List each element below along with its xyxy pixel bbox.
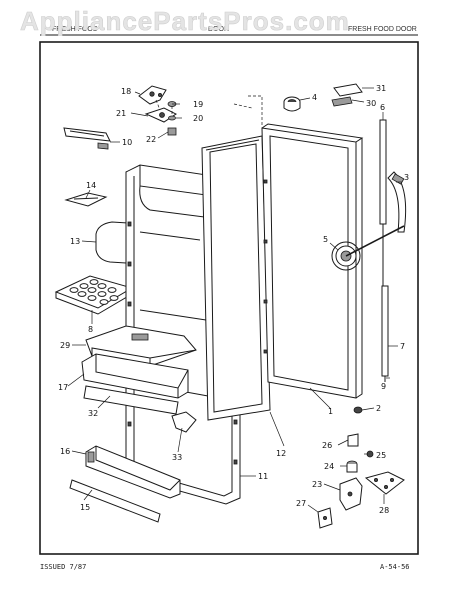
part-8-egg-tray xyxy=(54,275,134,315)
part-16-lower-bin xyxy=(85,445,181,499)
callout-labels: 18 19 21 20 22 10 14 13 8 29 17 32 33 16… xyxy=(58,84,409,515)
part-2-plug xyxy=(353,406,363,414)
part-23-bottom-hinge xyxy=(339,477,363,511)
header-left: FRESH FOOD xyxy=(52,26,98,33)
part-31-label xyxy=(333,83,363,97)
callout-5: 5 xyxy=(323,235,328,244)
callout-17: 17 xyxy=(58,383,68,392)
header-right: FRESH FOOD DOOR xyxy=(348,26,417,33)
part-1-door-panel xyxy=(261,123,364,399)
part-33-clip xyxy=(171,411,197,433)
callout-27: 27 xyxy=(296,499,306,508)
callout-30: 30 xyxy=(366,99,376,108)
diagram-border xyxy=(39,41,419,555)
drawing-code: A-54-56 xyxy=(380,563,410,571)
part-12-door-gasket xyxy=(201,135,271,421)
callout-21: 21 xyxy=(116,109,126,118)
part-15-lower-trim xyxy=(69,479,161,523)
part-7-side-trim xyxy=(381,285,389,377)
callout-14: 14 xyxy=(86,181,96,190)
callout-31: 31 xyxy=(376,84,386,93)
part-24-bushing xyxy=(346,460,358,473)
callout-23: 23 xyxy=(312,480,322,489)
part-27-hinge-pin xyxy=(317,507,333,529)
callout-10: 10 xyxy=(122,138,132,147)
issued-date: ISSUED 7/87 xyxy=(40,563,86,571)
callout-12: 12 xyxy=(276,449,286,458)
part-3-door-handle xyxy=(387,171,407,233)
top-hinge-assembly xyxy=(138,85,177,136)
callout-6: 6 xyxy=(380,103,385,112)
header-center: DOOR xyxy=(208,26,229,33)
callout-32: 32 xyxy=(88,409,98,418)
callout-7: 7 xyxy=(400,342,405,351)
part-5-handle-mount xyxy=(331,225,405,271)
callout-26: 26 xyxy=(322,441,332,450)
part-32-bin-front xyxy=(83,385,179,415)
callout-24: 24 xyxy=(324,462,334,471)
part-17-door-bin xyxy=(81,353,189,399)
part-10-top-trim xyxy=(63,127,111,150)
callout-20: 20 xyxy=(193,114,203,123)
callout-15: 15 xyxy=(80,503,90,512)
callout-8: 8 xyxy=(88,325,93,334)
callout-28: 28 xyxy=(379,506,389,515)
callout-1: 1 xyxy=(328,407,333,416)
part-30-bracket xyxy=(331,96,353,107)
part-14-shelf-clip xyxy=(64,192,108,207)
callout-4: 4 xyxy=(312,93,317,102)
footer: ISSUED 7/87 A-54-56 xyxy=(40,563,410,571)
header: FRESH FOOD DOOR FRESH FOOD DOOR xyxy=(40,26,418,36)
part-28-hinge-plate xyxy=(364,471,405,495)
callout-16: 16 xyxy=(60,447,70,456)
callout-2: 2 xyxy=(376,404,381,413)
part-22-cap xyxy=(167,127,177,136)
callout-9: 9 xyxy=(381,382,386,391)
part-20-bushing xyxy=(168,115,176,121)
watermark: AppliancePartsPros.com xyxy=(20,6,350,36)
callout-3: 3 xyxy=(404,173,409,182)
part-4-top-fitting xyxy=(283,96,301,112)
part-29-dairy-compartment xyxy=(85,325,197,367)
callout-22: 22 xyxy=(146,135,156,144)
leader-lines xyxy=(67,87,402,513)
callout-25: 25 xyxy=(376,451,386,460)
callout-18: 18 xyxy=(121,87,131,96)
callout-11: 11 xyxy=(258,472,268,481)
callout-13: 13 xyxy=(70,237,80,246)
callout-33: 33 xyxy=(172,453,182,462)
callout-29: 29 xyxy=(60,341,70,350)
part-26-spacer xyxy=(347,433,359,447)
callout-19: 19 xyxy=(193,100,203,109)
